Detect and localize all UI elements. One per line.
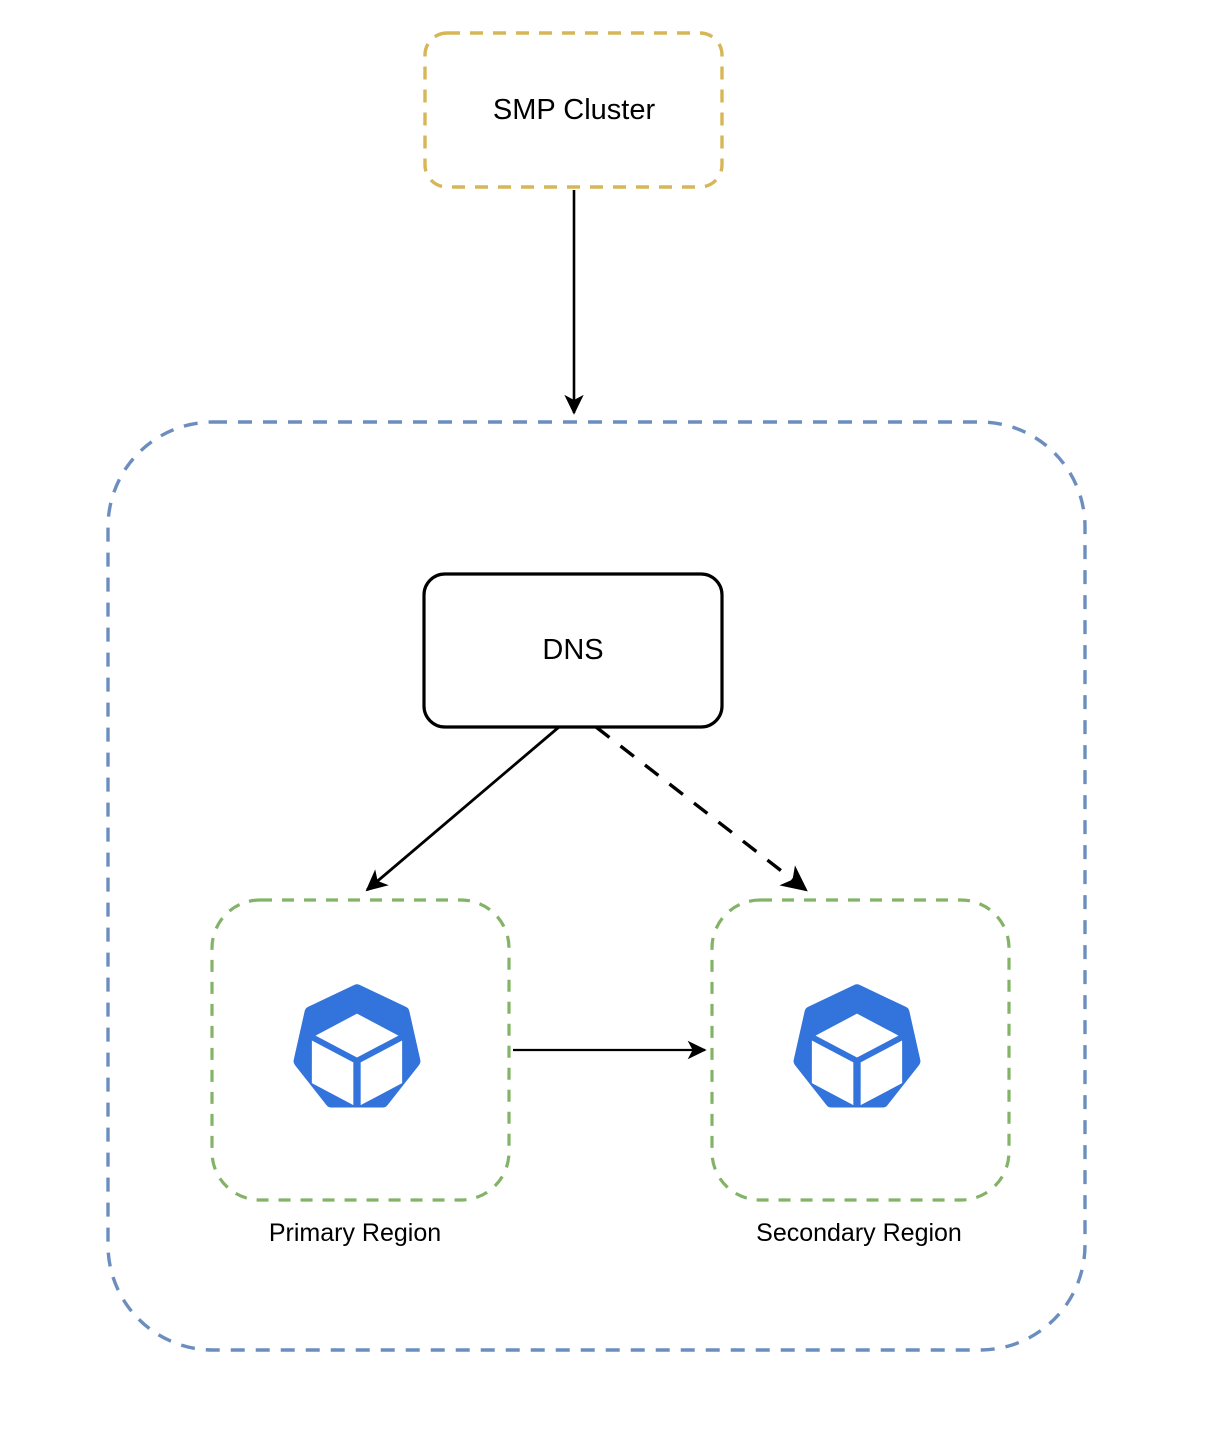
kubernetes-icon bbox=[293, 984, 421, 1108]
edge-dns-to-secondary[interactable] bbox=[594, 725, 808, 892]
kubernetes-icon bbox=[793, 984, 921, 1108]
edge-dns-to-primary[interactable] bbox=[365, 725, 560, 892]
outer-container-box[interactable] bbox=[106, 420, 1087, 1352]
smp-cluster-box[interactable] bbox=[423, 31, 724, 189]
dns-box[interactable] bbox=[422, 572, 724, 729]
